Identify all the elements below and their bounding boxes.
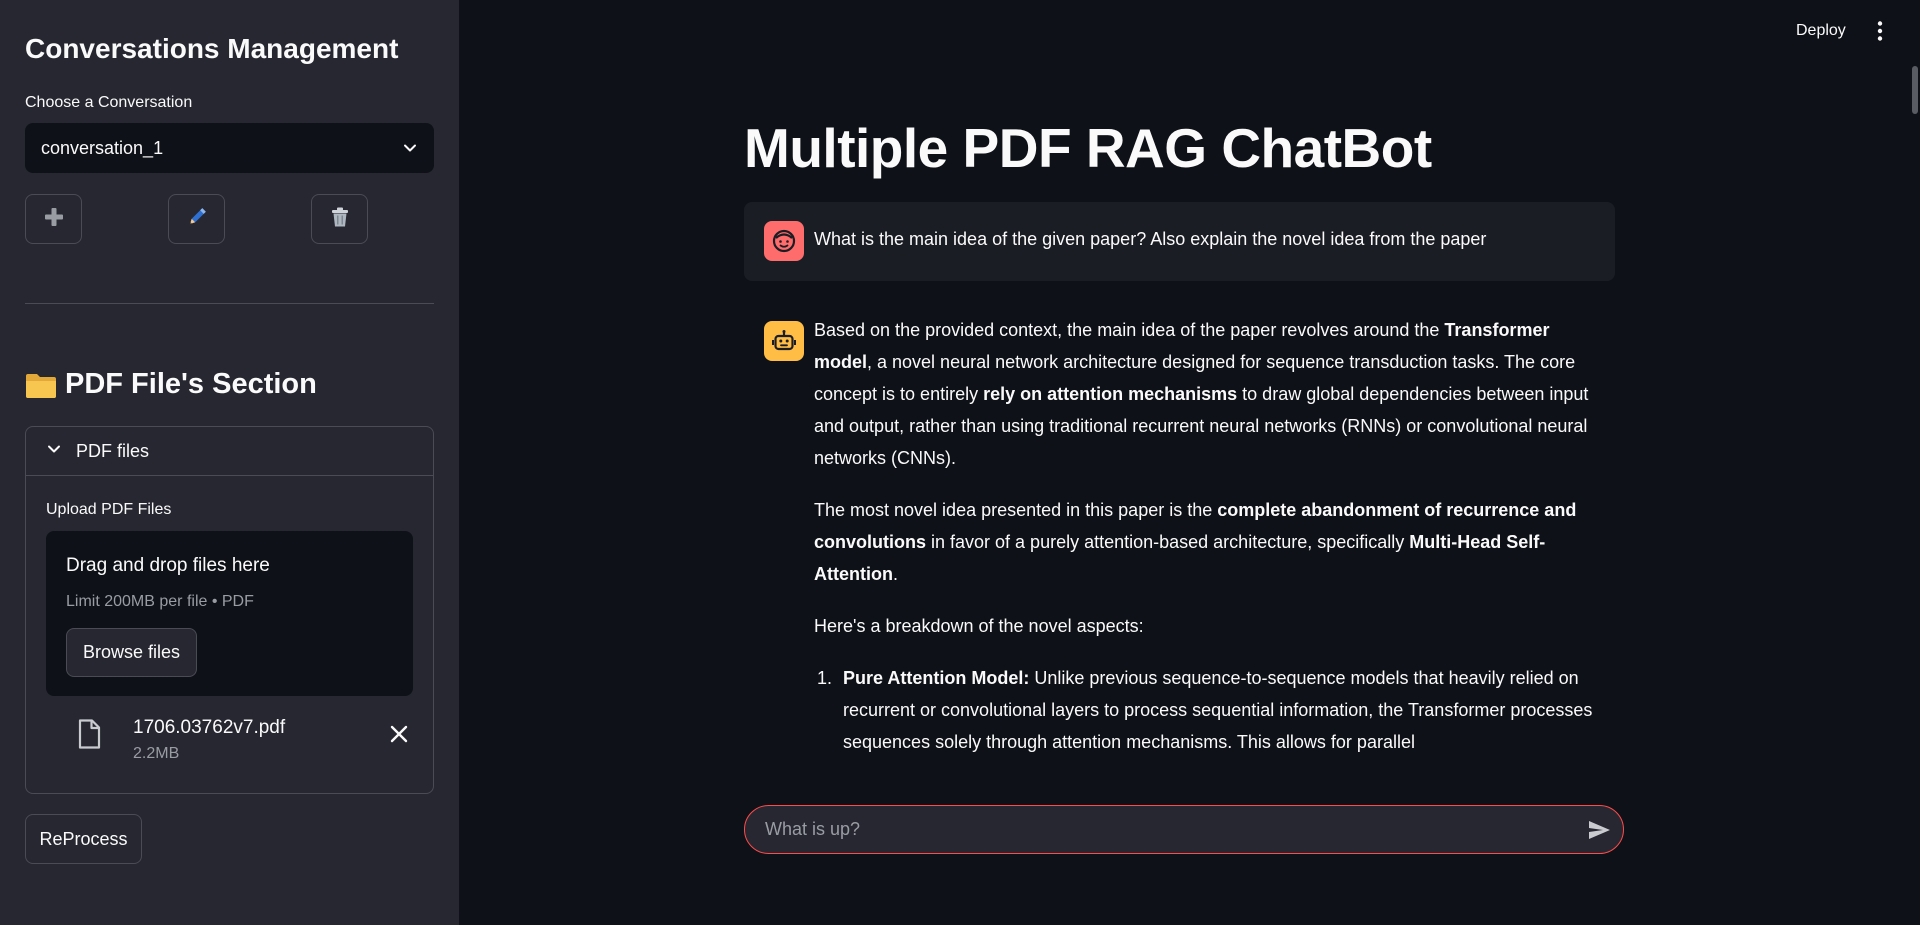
user-avatar-icon: [764, 221, 804, 261]
text-span: in favor of a purely attention-based arc…: [926, 532, 1410, 552]
pdf-files-expander-label: PDF files: [76, 440, 150, 461]
uploaded-file-row: 1706.03762v7.pdf 2.2MB: [46, 711, 413, 771]
conversation-select-value: conversation_1: [41, 137, 164, 158]
text-span: Unlike previous sequence-to-sequence mod…: [843, 668, 1593, 752]
upload-label: Upload PDF Files: [46, 501, 172, 518]
text-span: , a novel neural network architecture de…: [814, 352, 1576, 404]
file-dropzone[interactable]: Drag and drop files here Limit 200MB per…: [46, 531, 413, 696]
browse-files-button[interactable]: Browse files: [66, 628, 197, 677]
text-span: The most novel idea presented in this pa…: [814, 500, 1218, 520]
delete-conversation-button[interactable]: [311, 194, 368, 244]
folder-icon: [25, 372, 57, 398]
conversation-select-label: Choose a Conversation: [25, 94, 193, 111]
user-message: What is the main idea of the given paper…: [744, 202, 1615, 281]
text-span: to draw global dependencies between inpu…: [814, 384, 1589, 468]
chat-input-field[interactable]: [765, 806, 1565, 853]
bold-span: Pure Attention Model:: [843, 668, 1030, 688]
add-conversation-button[interactable]: [25, 194, 82, 244]
scrollbar-thumb[interactable]: [1912, 66, 1918, 114]
chat-input[interactable]: [744, 805, 1624, 854]
page-title: Multiple PDF RAG ChatBot: [744, 117, 1432, 179]
pdf-files-expander: PDF files Upload PDF Files Drag and drop…: [25, 426, 434, 794]
bot-avatar-icon: [764, 321, 804, 361]
list-item: 1. Pure Attention Model: Unlike previous …: [814, 662, 1604, 758]
pencil-icon: [185, 205, 209, 234]
edit-conversation-button[interactable]: [168, 194, 225, 244]
trash-icon: [328, 205, 352, 234]
bold-span: Multi-Head Self-Attention: [814, 532, 1546, 584]
assistant-paragraph-1: Based on the provided context, the main …: [814, 314, 1604, 474]
sidebar-title: Conversations Management: [25, 33, 399, 64]
text-span: Based on the provided context, the main …: [814, 320, 1445, 340]
bold-span: complete abandonment of recurrence and c…: [814, 500, 1577, 552]
bold-span: rely on attention mechanisms: [983, 384, 1238, 404]
deploy-button[interactable]: Deploy: [1796, 22, 1846, 39]
pdf-files-expander-header[interactable]: PDF files: [26, 427, 433, 476]
more-menu-icon[interactable]: [1874, 20, 1886, 47]
conversation-select[interactable]: conversation_1: [25, 123, 434, 173]
text-span: .: [892, 564, 898, 584]
send-icon[interactable]: [1587, 818, 1611, 847]
pdf-section-title: PDF File's Section: [25, 368, 317, 401]
file-name: 1706.03762v7.pdf: [133, 717, 286, 738]
file-size: 2.2MB: [133, 745, 180, 762]
assistant-message-body: Based on the provided context, the main …: [814, 314, 1604, 758]
sidebar-divider: [25, 303, 434, 304]
dropzone-title: Drag and drop files here: [66, 555, 270, 576]
close-icon[interactable]: [390, 725, 408, 748]
bold-span: Transformer model: [814, 320, 1550, 372]
pdf-section-title-text: PDF File's Section: [65, 368, 317, 400]
user-message-text: What is the main idea of the given paper…: [814, 229, 1487, 249]
chevron-down-icon: [46, 441, 62, 462]
dropzone-limit: Limit 200MB per file • PDF: [66, 593, 254, 610]
file-icon: [76, 719, 102, 754]
assistant-paragraph-2: The most novel idea presented in this pa…: [814, 494, 1604, 590]
sidebar: Conversations Management Choose a Conver…: [0, 0, 459, 925]
assistant-paragraph-3: Here's a breakdown of the novel aspects:: [814, 616, 1144, 636]
assistant-message: Based on the provided context, the main …: [744, 314, 1615, 764]
reprocess-button[interactable]: ReProcess: [25, 814, 142, 864]
chevron-down-icon: [402, 140, 418, 156]
list-item-number: 1.: [817, 668, 833, 688]
plus-icon: [42, 205, 66, 234]
